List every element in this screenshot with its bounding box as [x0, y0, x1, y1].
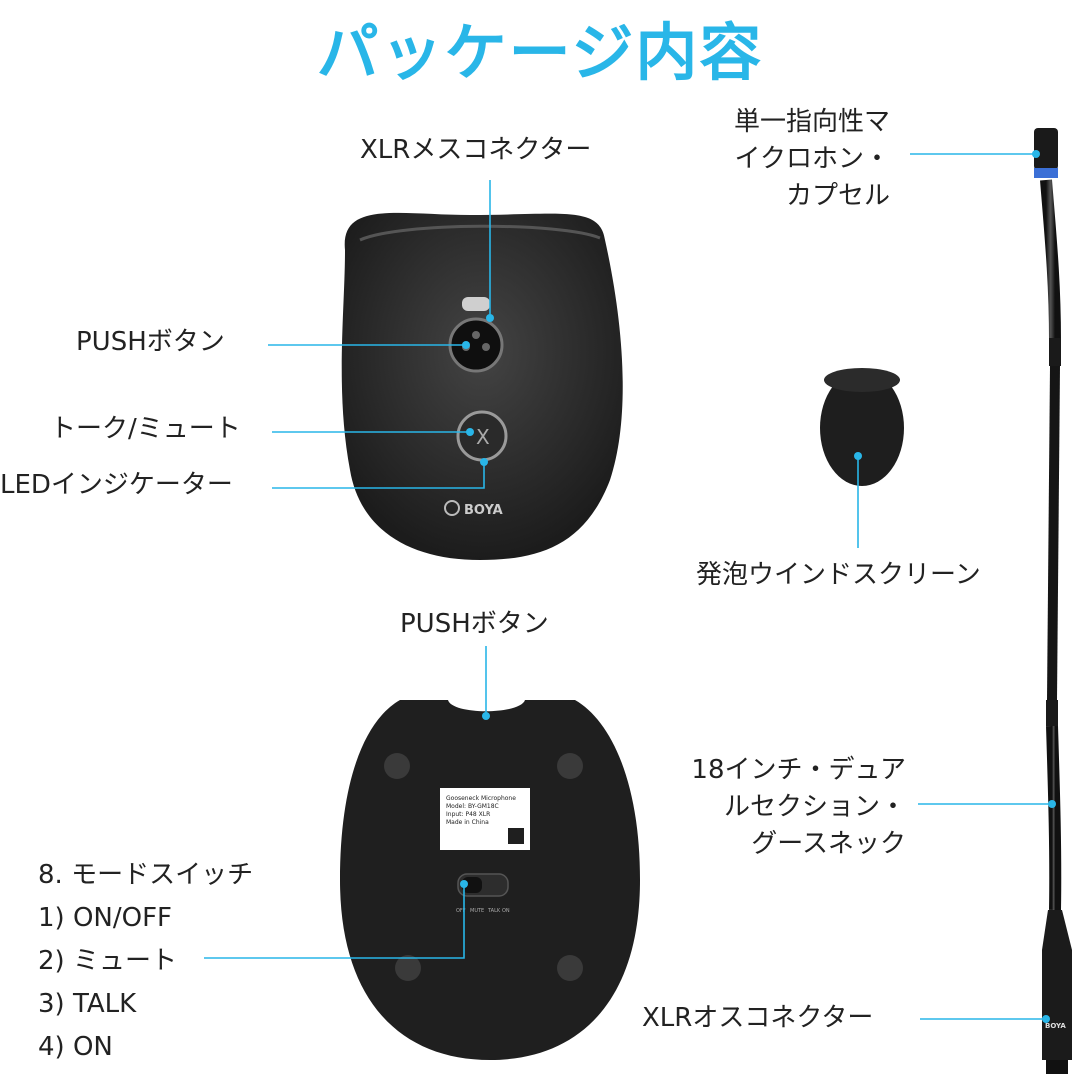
base-bottom-view: Gooseneck Microphone Model: BY-GM18C Inp… — [340, 700, 640, 1060]
label-xlr-male: XLRオスコネクター — [642, 1003, 874, 1033]
label-led-indicator: LEDインジケーター — [0, 470, 233, 500]
page-title: パッケージ内容 — [316, 16, 764, 89]
switch-mark-4: ON — [502, 908, 510, 914]
mode-option: 1) ON/OFF — [38, 903, 172, 933]
gooseneck-microphone: BOYA — [1034, 128, 1072, 1074]
switch-mark-2: MUTE — [470, 908, 484, 914]
svg-text:X: X — [476, 425, 490, 449]
switch-mark-3: TALK — [487, 908, 501, 914]
spec-label-line-4: Made in China — [446, 819, 489, 826]
spec-label-line-3: Input: P48 XLR — [446, 811, 490, 818]
brand-mark-mic: BOYA — [1045, 1022, 1066, 1030]
label-capsule: 単一指向性マ イクロホン・ カプセル — [733, 107, 890, 211]
mode-option: 3) TALK — [38, 989, 137, 1019]
label-xlr-female: XLRメスコネクター — [360, 135, 592, 165]
label-windscreen: 発泡ウインドスクリーン — [696, 560, 981, 590]
label-talk-mute: トーク/ミュート — [50, 414, 241, 444]
spec-label-line-1: Gooseneck Microphone — [446, 795, 516, 802]
mode-option: 4) ON — [38, 1032, 113, 1062]
label-gooseneck: 18インチ・デュア ルセクション・ グースネック — [691, 755, 906, 859]
spec-label-line-2: Model: BY-GM18C — [446, 803, 499, 810]
mode-switch-list: 8. モードスイッチ 1) ON/OFF 2) ミュート 3) TALK 4) … — [38, 854, 253, 1069]
base-top-view: X BOYA — [341, 212, 623, 560]
switch-mark-1: OFF — [456, 908, 466, 914]
label-push-button-top: PUSHボタン — [76, 327, 225, 357]
mode-switch-heading: 8. モードスイッチ — [38, 860, 254, 890]
foam-windscreen — [820, 368, 904, 486]
mode-option: 2) ミュート — [38, 946, 177, 976]
leader-lines — [204, 150, 1056, 1023]
label-push-button-bottom: PUSHボタン — [400, 609, 549, 639]
brand-mark-top: BOYA — [464, 503, 503, 518]
